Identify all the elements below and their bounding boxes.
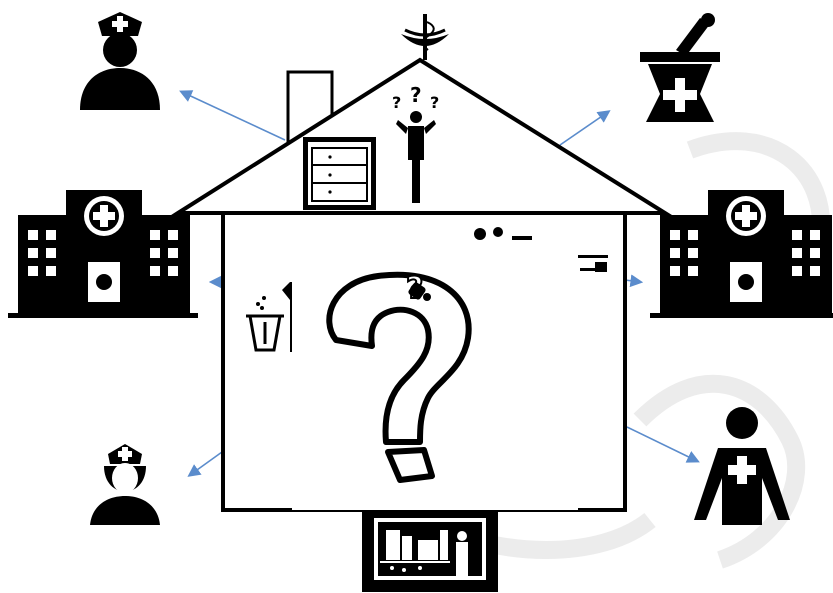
arrow-to-doctor <box>627 427 697 461</box>
house: ? ? ? <box>178 14 665 510</box>
female-nurse-icon <box>90 444 160 525</box>
pharmacy-shelf-icon <box>362 510 498 592</box>
nurse-with-cap-icon <box>80 12 160 110</box>
arrow-to-hospital-right <box>625 280 640 282</box>
arrow-to-mortar-pestle <box>560 112 608 145</box>
mortar-and-pestle-icon <box>640 13 720 122</box>
roof-question-mark-3: ? <box>430 93 439 112</box>
drawer-cabinet-icon <box>303 137 376 210</box>
roof-question-mark-2: ? <box>410 83 422 107</box>
roof-question-mark-1: ? <box>392 93 401 112</box>
caduceus-icon <box>401 14 449 60</box>
hospital-building-icon-right <box>650 190 833 318</box>
hospital-building-icon <box>8 190 198 318</box>
arrow-to-nurse-woman <box>190 452 222 475</box>
arrow-to-nurse-cap <box>182 92 285 140</box>
